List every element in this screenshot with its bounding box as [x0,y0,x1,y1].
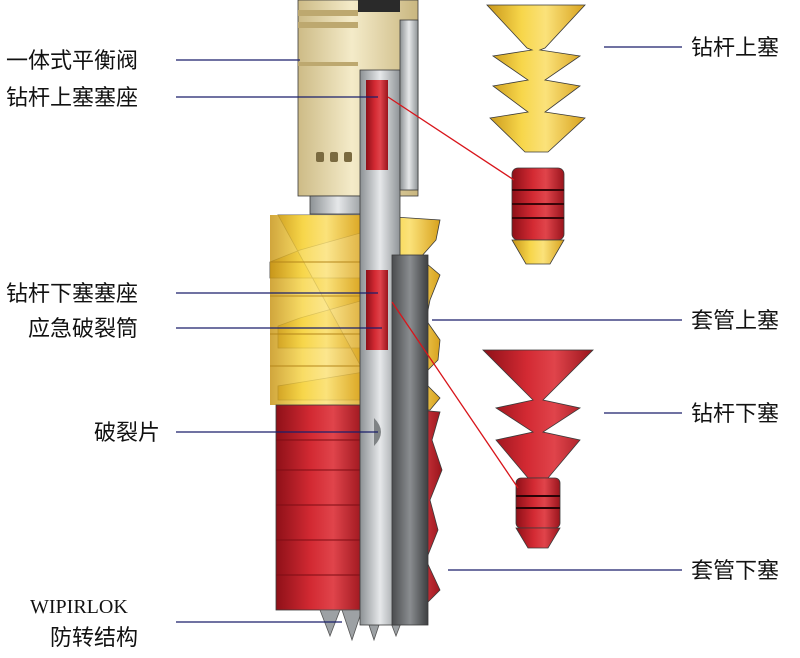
label-drill-pipe-top-plug: 钻杆上塞 [691,36,779,61]
drill-pipe-top-plug [486,4,586,265]
label-casing-bottom-plug: 套管下塞 [691,559,779,584]
label-upper-plug-seat: 钻杆上塞塞座 [6,86,138,111]
drill-pipe-bottom-plug [482,349,594,549]
central-mandrel [359,19,429,626]
labels: 一体式平衡阀 钻杆上塞塞座 钻杆下塞塞座 应急破裂筒 破裂片 WIPIRLOK … [6,36,779,651]
label-lower-plug-seat: 钻杆下塞塞座 [6,282,138,307]
label-burst-disc: 破裂片 [94,421,160,446]
label-emergency-burst-sleeve: 应急破裂筒 [28,317,138,342]
label-anti-rotation-line1: WIPIRLOK [30,596,128,618]
label-anti-rotation-line2: 防转结构 [50,626,138,651]
label-drill-pipe-bottom-plug: 钻杆下塞 [691,402,779,427]
leader-lines [176,46,682,623]
callout-upper-seat-to-plug [387,96,515,181]
label-integral-balance-valve: 一体式平衡阀 [6,49,138,74]
callout-lower-seat-to-plug [391,301,519,489]
main-assembly [269,0,443,642]
label-casing-top-plug: 套管上塞 [691,309,779,334]
